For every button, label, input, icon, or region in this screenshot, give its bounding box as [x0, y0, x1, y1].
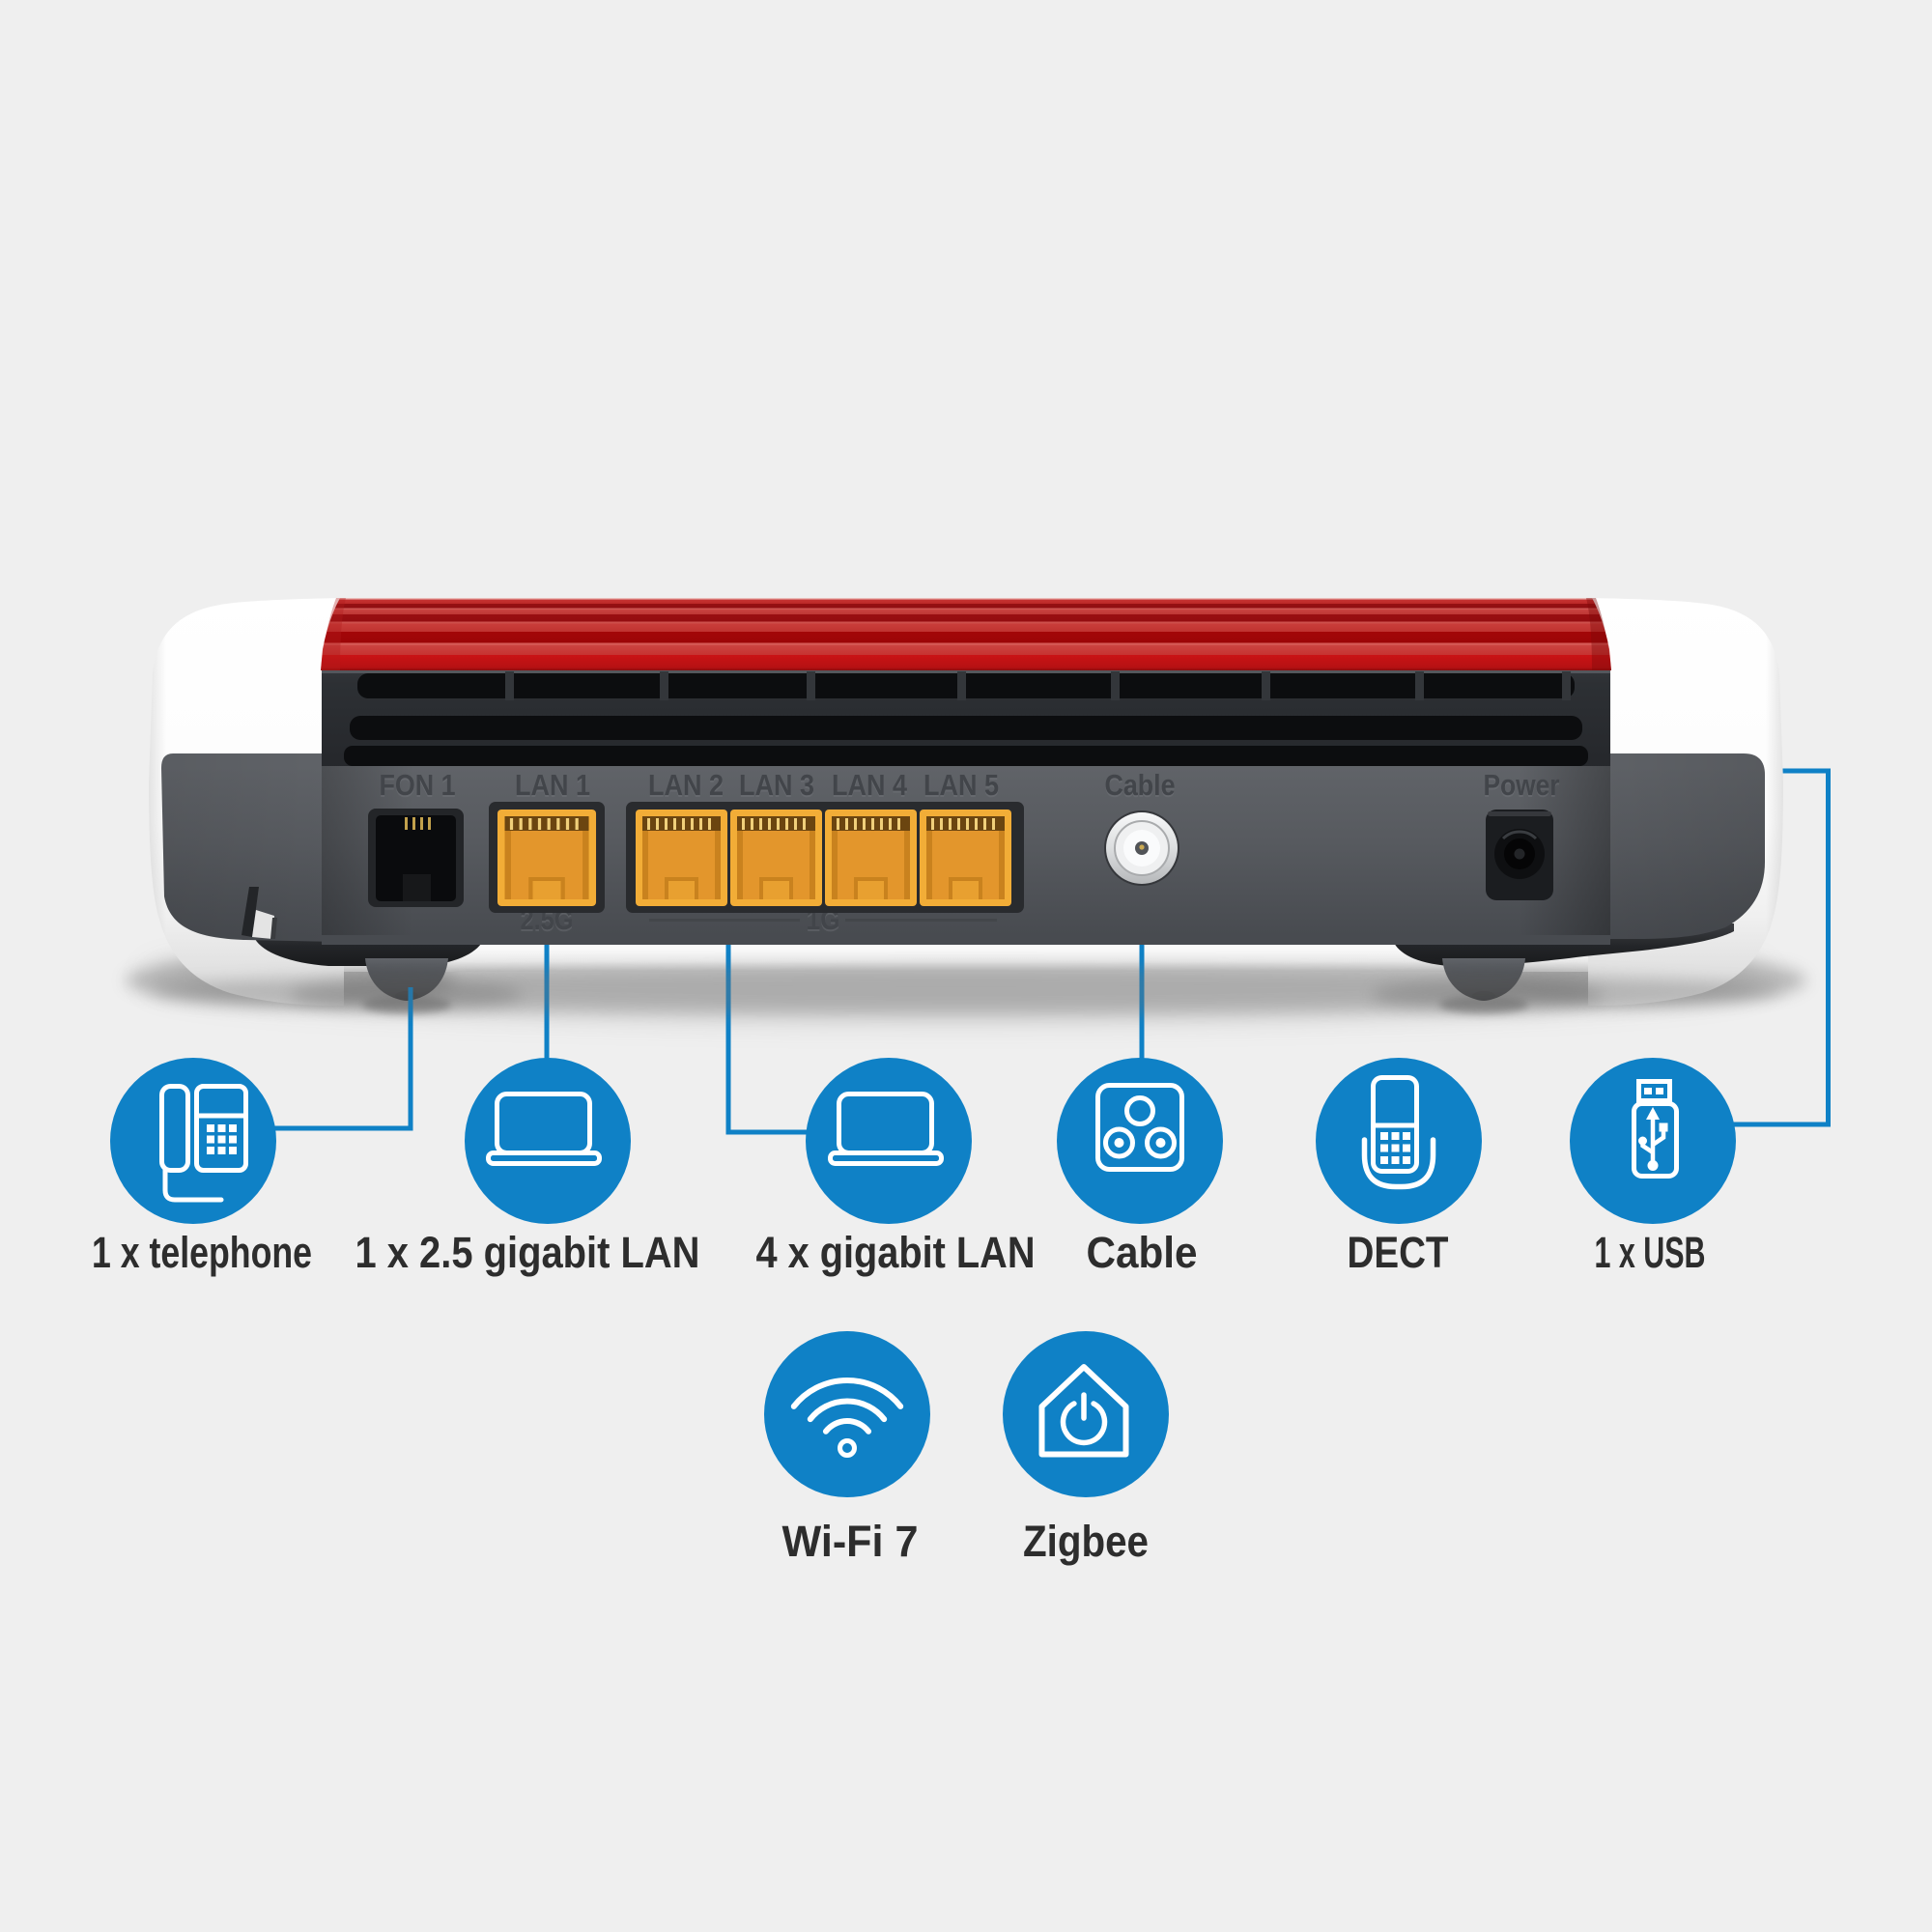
svg-text:Wi-Fi 7: Wi-Fi 7: [782, 1517, 919, 1566]
svg-text:LAN 1: LAN 1: [515, 768, 590, 802]
svg-text:1 x USB: 1 x USB: [1595, 1228, 1706, 1277]
svg-text:4 x gigabit LAN: 4 x gigabit LAN: [756, 1228, 1036, 1277]
svg-text:Zigbee: Zigbee: [1023, 1517, 1149, 1566]
svg-text:LAN 5: LAN 5: [923, 770, 999, 804]
svg-text:Cable: Cable: [1087, 1228, 1198, 1277]
svg-text:Cable: Cable: [1105, 768, 1176, 802]
svg-text:LAN 1: LAN 1: [515, 770, 590, 804]
svg-text:LAN 5: LAN 5: [923, 768, 999, 802]
svg-text:FON 1: FON 1: [380, 770, 456, 804]
svg-text:LAN 2: LAN 2: [648, 770, 724, 804]
svg-text:Power: Power: [1484, 768, 1560, 802]
svg-text:LAN 4: LAN 4: [832, 768, 908, 802]
svg-text:FON 1: FON 1: [380, 768, 456, 802]
svg-text:1 x 2.5 gigabit LAN: 1 x 2.5 gigabit LAN: [355, 1228, 700, 1277]
svg-text:DECT: DECT: [1348, 1228, 1449, 1277]
svg-text:1 x telephone: 1 x telephone: [92, 1228, 312, 1277]
svg-text:LAN 3: LAN 3: [739, 770, 814, 804]
svg-text:LAN 3: LAN 3: [739, 768, 814, 802]
svg-text:Cable: Cable: [1105, 770, 1176, 804]
svg-text:LAN 2: LAN 2: [648, 768, 724, 802]
svg-text:LAN 4: LAN 4: [832, 770, 908, 804]
svg-text:Power: Power: [1484, 770, 1560, 804]
